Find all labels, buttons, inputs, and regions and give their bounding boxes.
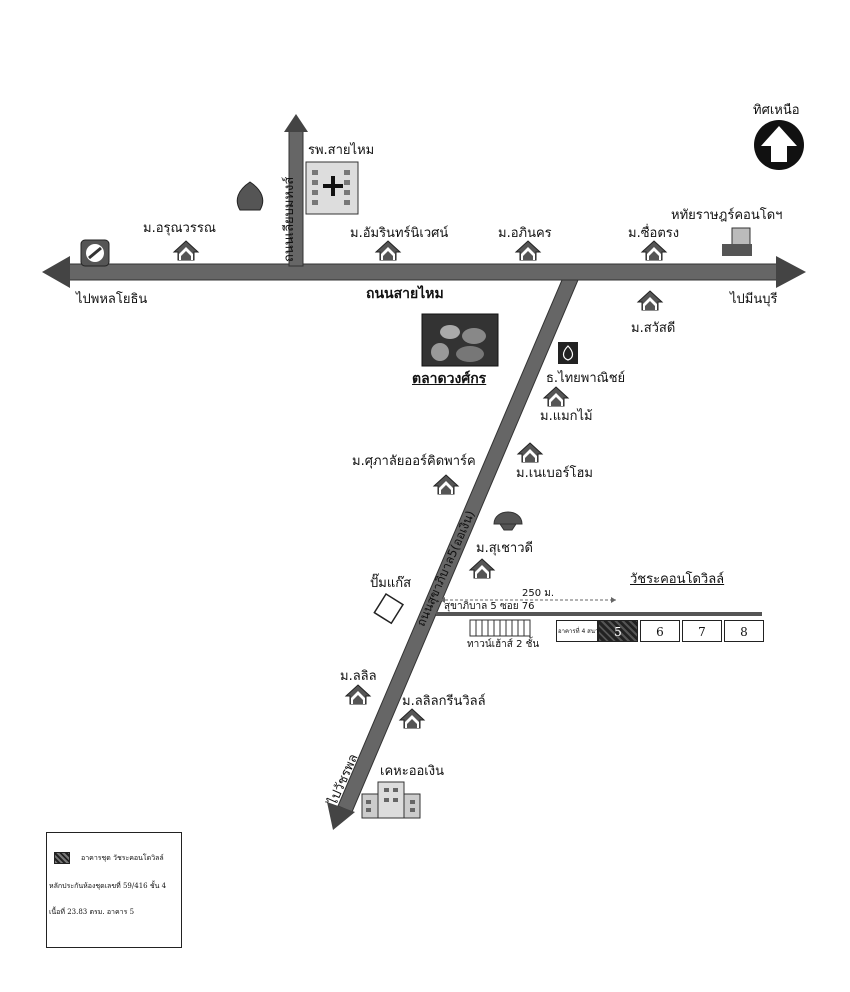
gas-pump-label: ปั๊มแก๊ส — [370, 576, 412, 591]
legend-box: อาคารชุด วัชระคอนโดวิลล์ หลักประกันห้องช… — [46, 832, 182, 948]
scb-label: ธ.ไทยพาณิชย์ — [546, 371, 626, 386]
north-arrow-icon — [754, 120, 804, 170]
unit-6: 6 — [640, 620, 680, 642]
lalil-green-label: ม.ลลิลกรีนวิลล์ — [402, 694, 486, 709]
kamphaeng-road-label: ถนนเลียบมหงส์ — [282, 176, 297, 262]
legend-line1: หลักประกันห้องชุดเลขที่ 59/416 ชั้น 4 — [49, 882, 167, 890]
minburi-label: ไปมีนบุรี — [730, 292, 778, 307]
kheha-label: เคหะออเงิน — [380, 764, 444, 779]
townhouse-label: ทาวน์เฮ้าส์ 2 ชั้น — [467, 639, 540, 650]
suchaodee-label: ม.สุเชาวดี — [476, 541, 533, 556]
unit-note: อาคารที่ 4 สนามเด็กเล่น — [558, 628, 622, 635]
arrow-south-icon — [327, 802, 355, 830]
building-icon — [361, 781, 421, 819]
aroonwan-label: ม.อรุณวรรณ — [143, 221, 216, 236]
shell-icon — [493, 511, 523, 531]
maekmai-label: ม.แมกไม้ — [540, 409, 593, 424]
legend-line2: เนื้อที่ 23.83 ตรม. อาคาร 5 — [49, 908, 135, 916]
distance-label: 250 ม. — [522, 588, 555, 599]
apinakorn-label: ม.อภินคร — [498, 226, 552, 241]
hospital-icon — [305, 161, 359, 215]
house-icon — [375, 240, 401, 261]
legend-swatch — [54, 852, 70, 864]
sawasdee-label: ม.สวัสดี — [631, 321, 676, 336]
unit-7: 7 — [682, 620, 722, 642]
unit-8: 8 — [724, 620, 764, 642]
hospital-label: รพ.สายไหม — [308, 143, 375, 158]
hathai-label: หทัยราษฎร์คอนโดฯ — [671, 208, 783, 223]
house-icon — [399, 708, 425, 729]
ammarin-label: ม.อัมรินทร์นิเวศน์ — [350, 226, 449, 241]
market-image — [421, 313, 499, 367]
saimai-road-label: ถนนสายไหม — [366, 286, 444, 302]
house-icon — [517, 442, 543, 463]
house-icon — [641, 240, 667, 261]
unit-5: 5 — [598, 620, 638, 642]
house-icon — [515, 240, 541, 261]
house-icon — [637, 290, 663, 311]
arrow-east-icon — [776, 256, 806, 288]
house-icon — [433, 474, 459, 495]
ptt-icon — [80, 239, 110, 267]
saimai-road — [67, 263, 779, 281]
house-icon — [345, 684, 371, 705]
phaholyothin-label: ไปพหลโยธิน — [76, 292, 148, 307]
nature-home-label: ม.เนเบอร์โฮม — [516, 466, 594, 481]
house-icon — [543, 386, 569, 407]
lotus-icon — [236, 181, 264, 211]
lalil-label: ม.ลลิล — [340, 669, 377, 684]
house-icon — [469, 558, 495, 579]
supalai-label: ม.ศุภาลัยออร์คิดพาร์ค — [352, 454, 476, 469]
legend-item: อาคารชุด วัชระคอนโดวิลล์ — [81, 854, 164, 862]
condo-icon — [722, 227, 752, 256]
unit-note-box: อาคารที่ 4 สนามเด็กเล่น — [556, 620, 622, 642]
condo-name-label: วัชระคอนโดวิลล์ — [630, 572, 725, 587]
house-icon — [173, 240, 199, 261]
arrow-north-icon — [284, 114, 308, 132]
market-label: ตลาดวงศ์กร — [412, 371, 487, 387]
townhouse-block — [469, 619, 531, 637]
gas-pump-box — [373, 592, 404, 625]
north-label: ทิศเหนือ — [753, 103, 800, 118]
bank-icon — [558, 342, 578, 364]
arrow-west-icon — [42, 256, 70, 288]
soi-label: สุขาภิบาล 5 ซอย 76 — [444, 601, 535, 612]
suetrong-label: ม.ซื่อตรง — [628, 226, 680, 241]
